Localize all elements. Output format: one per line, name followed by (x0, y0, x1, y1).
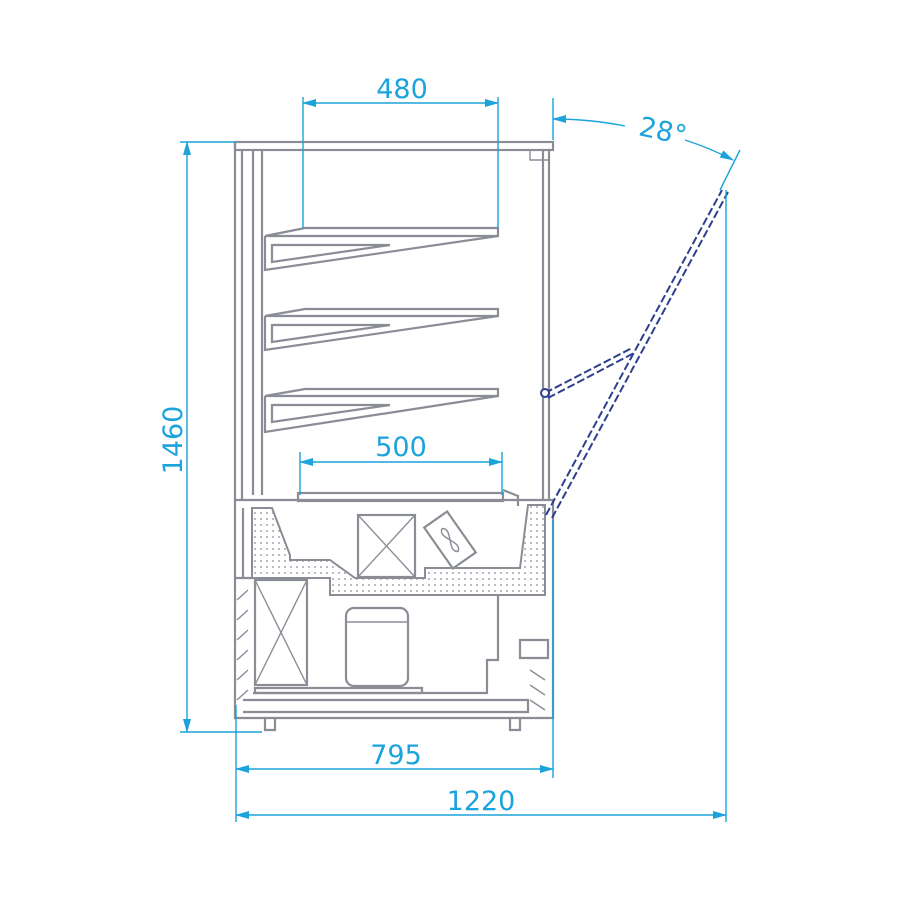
shelf-1 (263, 226, 500, 272)
fan-icon (422, 509, 478, 571)
condenser-unit (253, 578, 309, 687)
dimension-480: 480 (376, 74, 428, 105)
dimension-1460: 1460 (158, 406, 189, 475)
dimension-500: 500 (375, 432, 427, 463)
glass-door (540, 189, 729, 519)
dimension-795: 795 (370, 740, 422, 771)
evaporator-coil (356, 513, 417, 579)
dimension-angle-28: 28° (636, 112, 689, 152)
dimension-lines (180, 97, 741, 822)
shelf-3 (263, 387, 500, 434)
dimension-1220: 1220 (447, 786, 516, 817)
shelf-2 (263, 307, 500, 352)
compressor (344, 606, 410, 688)
cabinet-outline (233, 140, 555, 732)
